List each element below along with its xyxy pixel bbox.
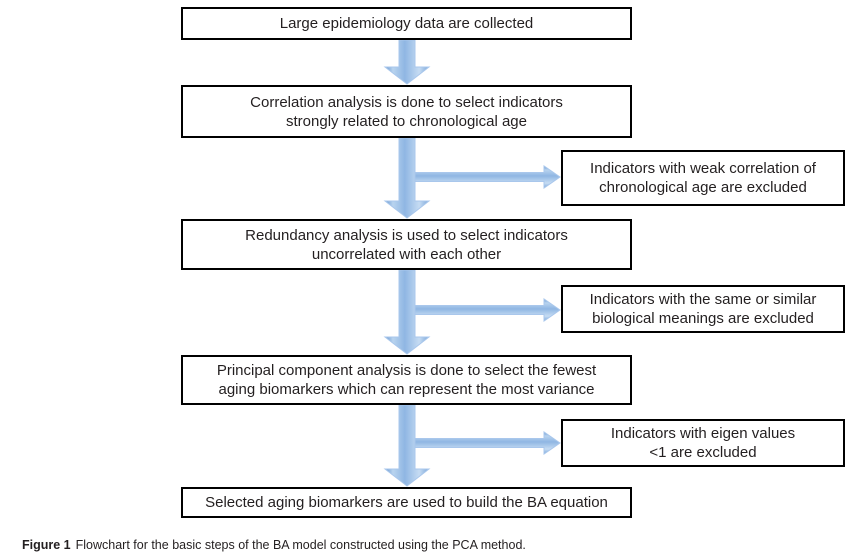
step-label-line: Principal component analysis is done to …	[216, 362, 597, 379]
note-label-line: chronological age are excluded	[599, 179, 807, 196]
note-box-weak-correlation-excluded: Indicators with weak correlation of chro…	[561, 150, 845, 206]
note-label-line: biological meanings are excluded	[592, 310, 814, 327]
step-label-line: uncorrelated with each other	[311, 245, 502, 263]
step-label-line: aging biomarkers which can represent the…	[218, 381, 595, 398]
step-label-line: Correlation analysis is done to select i…	[250, 93, 563, 111]
flow-arrow-down-2	[383, 137, 431, 219]
note-box-similar-meaning-excluded: Indicators with the same or similar biol…	[561, 285, 845, 333]
note-label-line: Indicators with weak correlation of	[590, 160, 816, 177]
note-box-eigen-values-excluded: Indicators with eigen values <1 are excl…	[561, 419, 845, 467]
flow-arrow-down-1	[383, 39, 431, 85]
step-label: Large epidemiology data are collected	[279, 15, 534, 32]
step-label: Selected aging biomarkers are used to bu…	[205, 494, 608, 511]
figure-caption: Figure 1 Flowchart for the basic steps of…	[22, 537, 526, 553]
step-box-redundancy-analysis: Redundancy analysis is used to select in…	[181, 219, 632, 270]
step-box-data-collection: Large epidemiology data are collected	[181, 7, 632, 40]
note-label-line: Indicators with eigen values	[610, 425, 796, 442]
flow-arrow-right-3	[406, 431, 561, 455]
step-box-principal-component-analysis: Principal component analysis is done to …	[181, 355, 632, 405]
flow-arrow-right-2	[406, 298, 561, 322]
step-label-line: strongly related to chronological age	[286, 112, 527, 130]
figure-caption-text: Flowchart for the basic steps of the BA …	[75, 538, 526, 552]
flow-arrow-down-4	[383, 404, 431, 487]
note-label-line: <1 are excluded	[649, 444, 757, 461]
step-label-line: Redundancy analysis is used to select in…	[245, 226, 568, 244]
figure-caption-label: Figure 1	[22, 538, 71, 552]
flow-arrow-right-1	[406, 165, 561, 189]
step-box-ba-equation: Selected aging biomarkers are used to bu…	[181, 487, 632, 518]
flow-arrow-down-3	[383, 269, 431, 355]
note-label-line: Indicators with the same or similar	[589, 291, 817, 308]
step-box-correlation-analysis: Correlation analysis is done to select i…	[181, 85, 632, 138]
